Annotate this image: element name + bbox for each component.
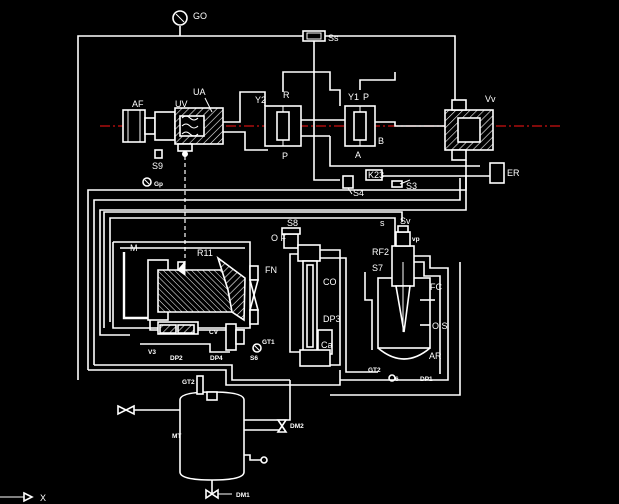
top-pipe-right — [325, 35, 456, 110]
label-vp: vp — [412, 236, 420, 243]
frame-pipe-3 — [109, 217, 396, 322]
sensor-s4 — [342, 175, 354, 189]
valve-dm2 — [276, 419, 288, 433]
label-s7: S7 — [372, 263, 383, 273]
label-b: B — [378, 136, 384, 146]
reactor-ar — [364, 225, 431, 382]
tank-mt — [179, 375, 245, 494]
pipe-co-right — [320, 249, 341, 366]
label-cv: CV — [209, 329, 219, 336]
label-go: GO — [193, 11, 207, 21]
label-s6: S6 — [250, 355, 258, 362]
label-s-small: s — [380, 218, 385, 228]
drain-fitting — [260, 456, 268, 464]
actuator-af — [122, 109, 156, 143]
pipe-co-right-2 — [320, 257, 378, 373]
valve-left-tank — [117, 404, 135, 416]
label-dm2: DM2 — [290, 423, 304, 430]
label-fn: FN — [265, 265, 277, 275]
frame-pipe-4 — [103, 211, 403, 328]
label-fc: FC — [430, 282, 442, 292]
pipe-lower-return-2 — [88, 369, 341, 386]
label-dp4: DP4 — [210, 355, 223, 362]
pipe-dp2 — [140, 343, 230, 353]
pipe-lower-return — [94, 364, 290, 381]
pressure-gauge-go — [172, 10, 188, 26]
pipe-ar-jacket — [340, 255, 449, 381]
label-ca: Ca — [321, 340, 333, 350]
label-a: A — [355, 150, 361, 160]
pipe-y1-top — [359, 72, 396, 90]
label-s8: S8 — [287, 218, 298, 228]
pipe-ua-y2 — [223, 91, 266, 123]
label-p-y2: P — [282, 151, 288, 161]
pipe-y2-top — [282, 71, 341, 106]
label-x: X — [40, 493, 46, 503]
valve-y2 — [264, 105, 302, 147]
electrical-relay-er — [489, 162, 505, 184]
pipe-ua-return — [223, 131, 268, 151]
gauge-gp — [142, 177, 152, 187]
gauge-gt1 — [252, 343, 262, 353]
label-ar: AR — [429, 351, 442, 361]
pipe-vv-return — [99, 160, 467, 336]
label-er: ER — [507, 168, 520, 178]
pipe-sensor-bus — [329, 136, 480, 167]
label-r: R — [283, 90, 290, 100]
label-s3: S3 — [406, 181, 417, 191]
label-dp2: DP2 — [170, 355, 183, 362]
pipe-ar-jacket-2 — [414, 261, 441, 374]
machine-block-m — [112, 241, 251, 335]
label-of: O F — [271, 233, 287, 243]
label-p-y1: P — [363, 92, 369, 102]
main-return-pipe — [77, 35, 305, 380]
sensor-k23 — [365, 169, 383, 181]
label-v3: V3 — [148, 349, 156, 356]
label-ua: UA — [193, 87, 206, 97]
label-rf2: RF2 — [372, 247, 389, 257]
label-sv: Sv — [400, 216, 411, 226]
label-gt2: GT2 — [368, 367, 381, 374]
label-ss: Ss — [328, 33, 339, 43]
valve-y1 — [344, 105, 376, 147]
label-gp: Gp — [154, 181, 163, 188]
label-k23: K23 — [368, 170, 384, 180]
label-m: M — [130, 243, 138, 253]
label-vv: Vv — [485, 94, 496, 104]
pipe-tank-drain — [244, 454, 262, 461]
pipe-to-s4 — [313, 140, 340, 181]
label-dp3: DP3 — [323, 314, 341, 324]
sensor-s3 — [391, 179, 411, 188]
filter-fn — [248, 265, 260, 325]
label-y1: Y1 — [348, 92, 359, 102]
unit-uv-ua — [154, 107, 224, 159]
pipe-y1-vv — [375, 121, 445, 127]
pipe-tank-right — [244, 380, 291, 421]
pipe-ar-outer — [330, 262, 461, 396]
label-r11: R11 — [197, 248, 213, 258]
label-s4: S4 — [353, 188, 364, 198]
x-axis-indicator — [0, 491, 34, 503]
check-valve-cv — [225, 323, 245, 351]
label-co: CO — [323, 277, 337, 287]
label-s9: S9 — [152, 161, 163, 171]
sensor-ss — [302, 30, 326, 42]
pipe-tank-right-2 — [244, 425, 283, 431]
label-gt1: GT1 — [262, 339, 275, 346]
label-dm1: DM1 — [236, 492, 250, 499]
valve-vv — [444, 99, 494, 161]
inner-frame-pipe — [93, 178, 461, 365]
label-mt: MT — [172, 433, 181, 440]
label-y2: Y2 — [255, 95, 266, 105]
outer-frame-pipe — [87, 175, 467, 370]
pipe-co-left — [289, 253, 300, 353]
label-uv: UV — [175, 99, 188, 109]
label-gt2-tank: GT2 — [182, 379, 195, 386]
label-af: AF — [132, 99, 144, 109]
column-co — [281, 227, 333, 367]
